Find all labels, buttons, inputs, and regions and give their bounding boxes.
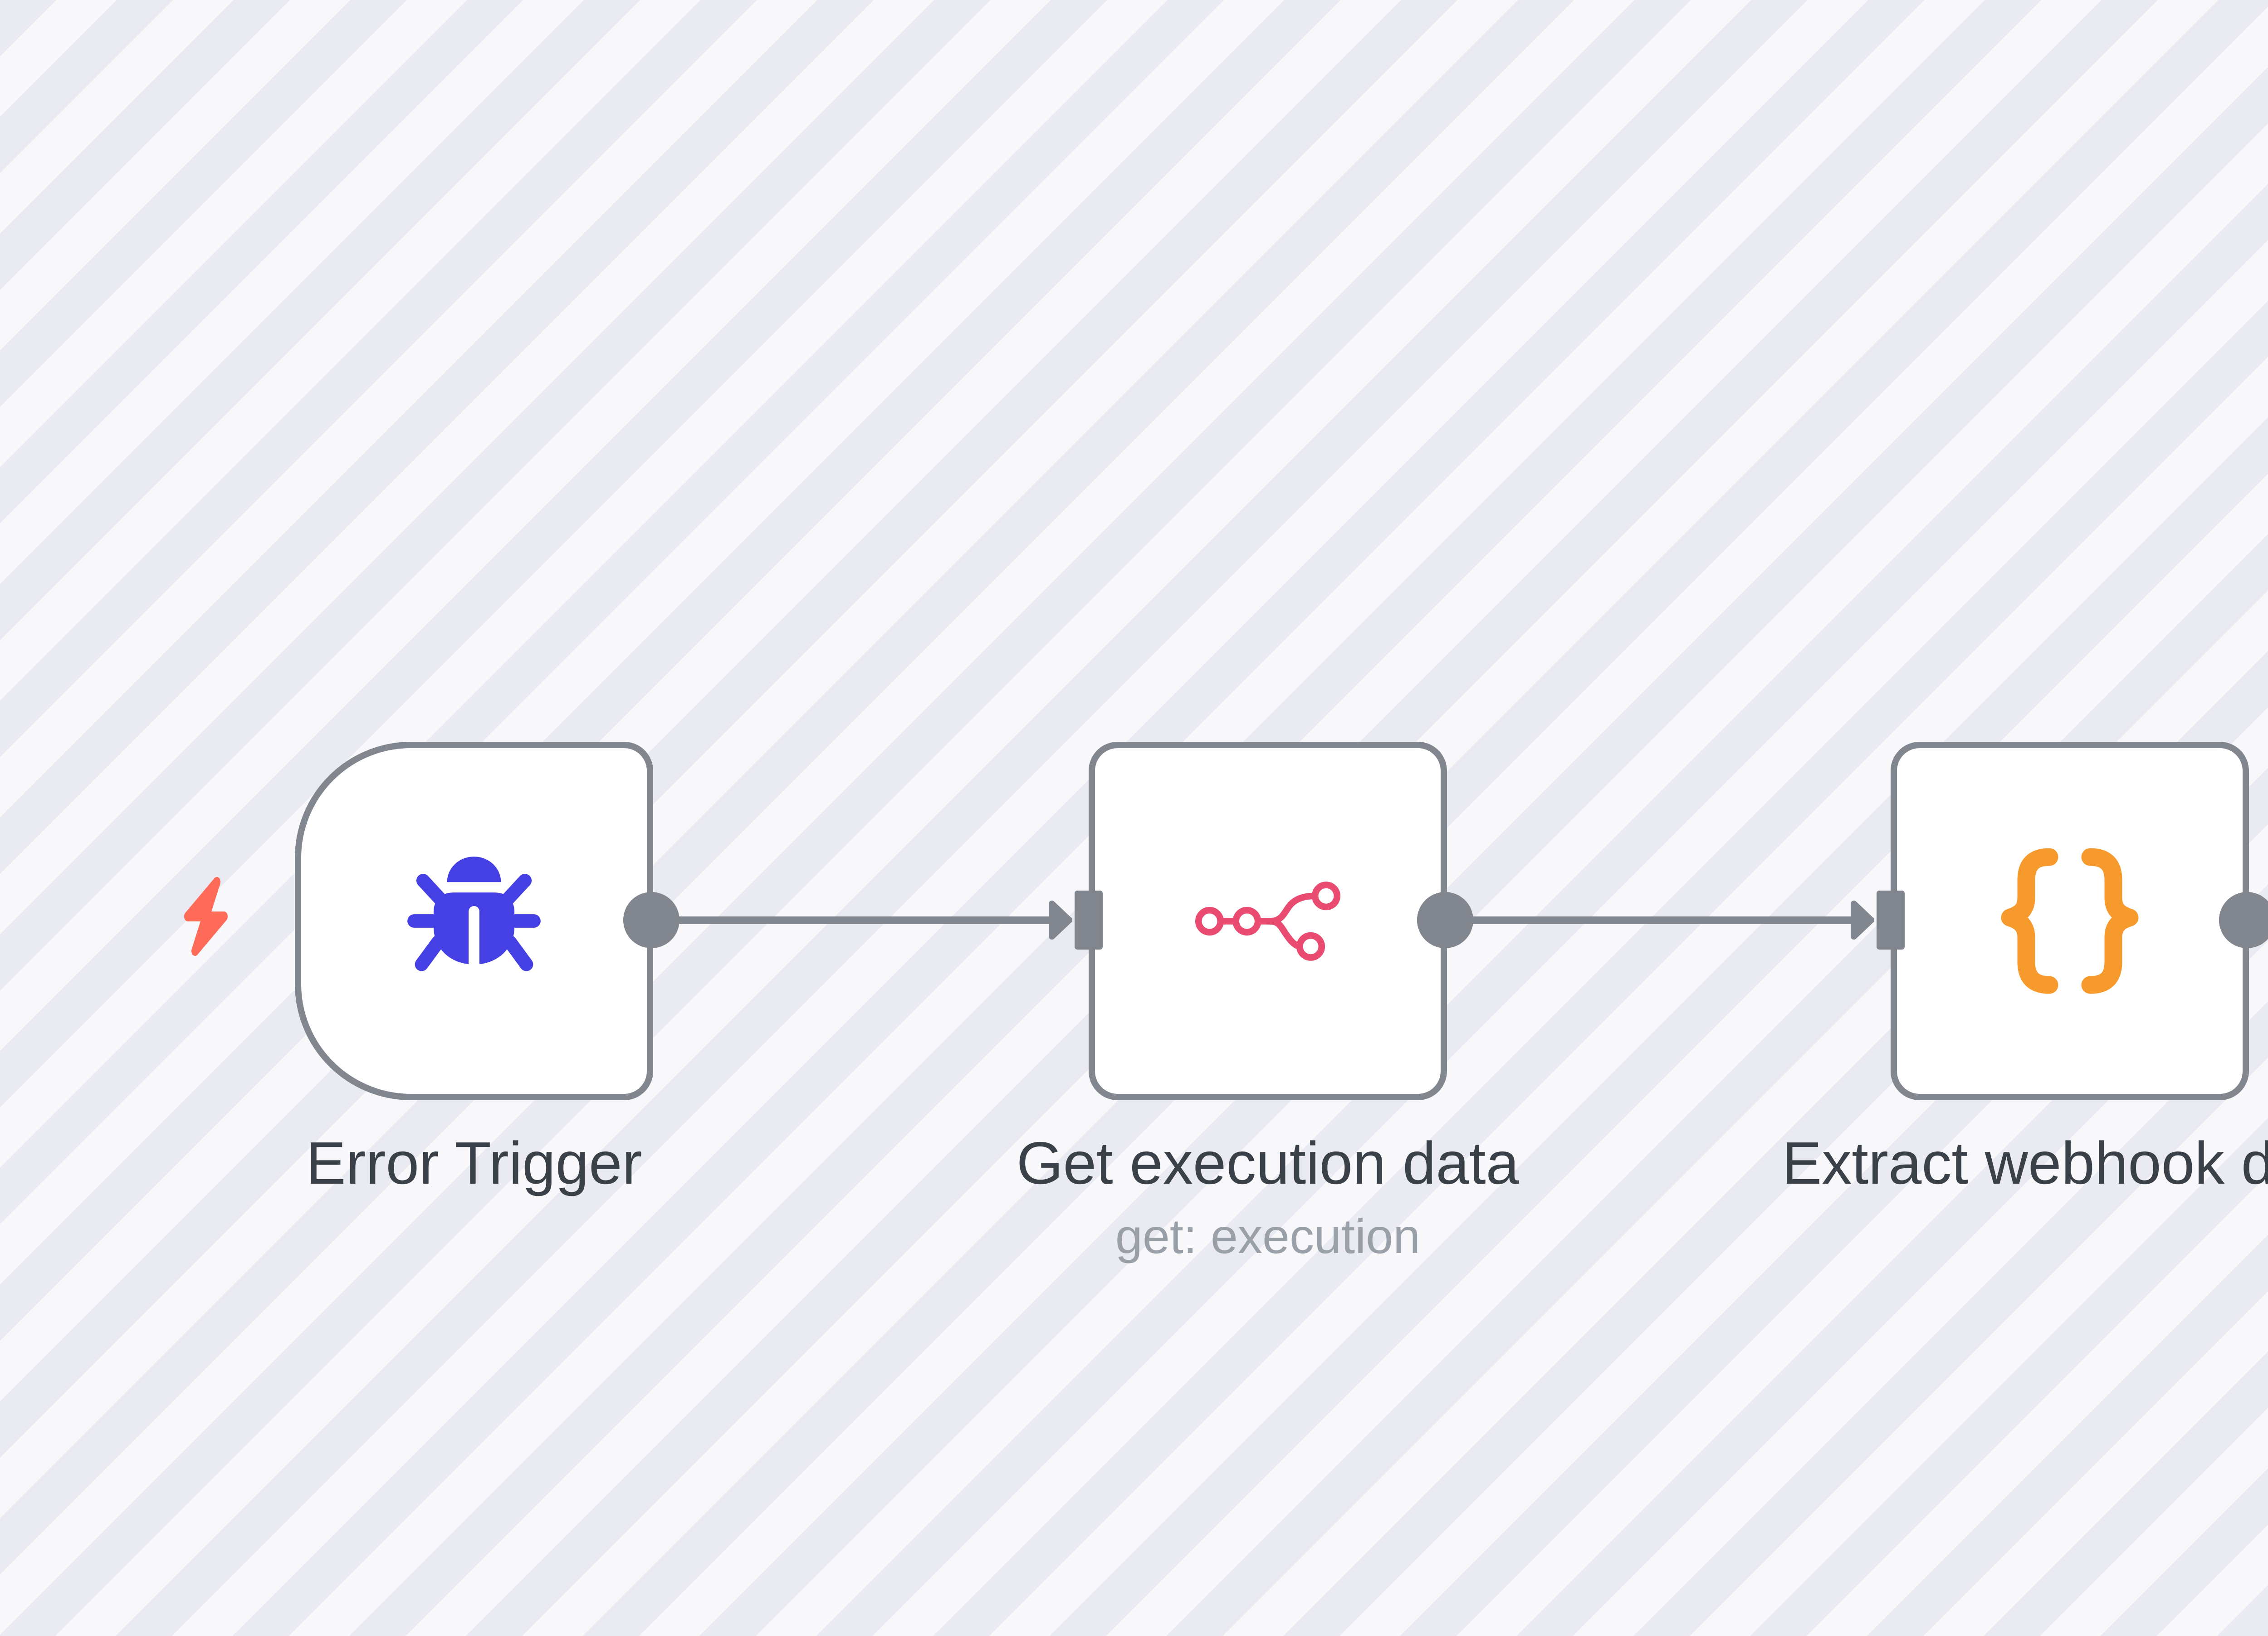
output-port[interactable] [2219,892,2268,948]
input-arrow-icon[interactable] [1848,896,1877,944]
node-label-wrap: Get execution data get: execution [723,1130,1812,1264]
connection-line-2[interactable] [1445,916,1853,924]
n8n-branch-icon [1195,881,1340,961]
input-port[interactable] [1877,891,1905,950]
output-port[interactable] [623,892,679,948]
input-arrow-icon[interactable] [1046,896,1075,944]
bug-icon [407,857,541,971]
node-label: Extract webhook data [1782,1130,2268,1196]
node-label: Get execution data [1016,1130,1520,1196]
node-label-wrap: Extract webhook data [1525,1130,2268,1197]
connection-line-1[interactable] [651,916,1051,924]
node-sublabel: get: execution [1115,1208,1421,1264]
node-error-trigger[interactable] [295,742,653,1100]
input-port[interactable] [1075,891,1103,950]
node-label: Error Trigger [306,1130,642,1196]
output-port[interactable] [1417,892,1473,948]
node-extract-webhook-data[interactable] [1891,742,2249,1100]
node-label-wrap: Error Trigger [0,1130,1018,1197]
lightning-bolt-icon [184,877,228,956]
node-get-execution-data[interactable] [1089,742,1447,1100]
curly-braces-icon [2001,848,2139,994]
